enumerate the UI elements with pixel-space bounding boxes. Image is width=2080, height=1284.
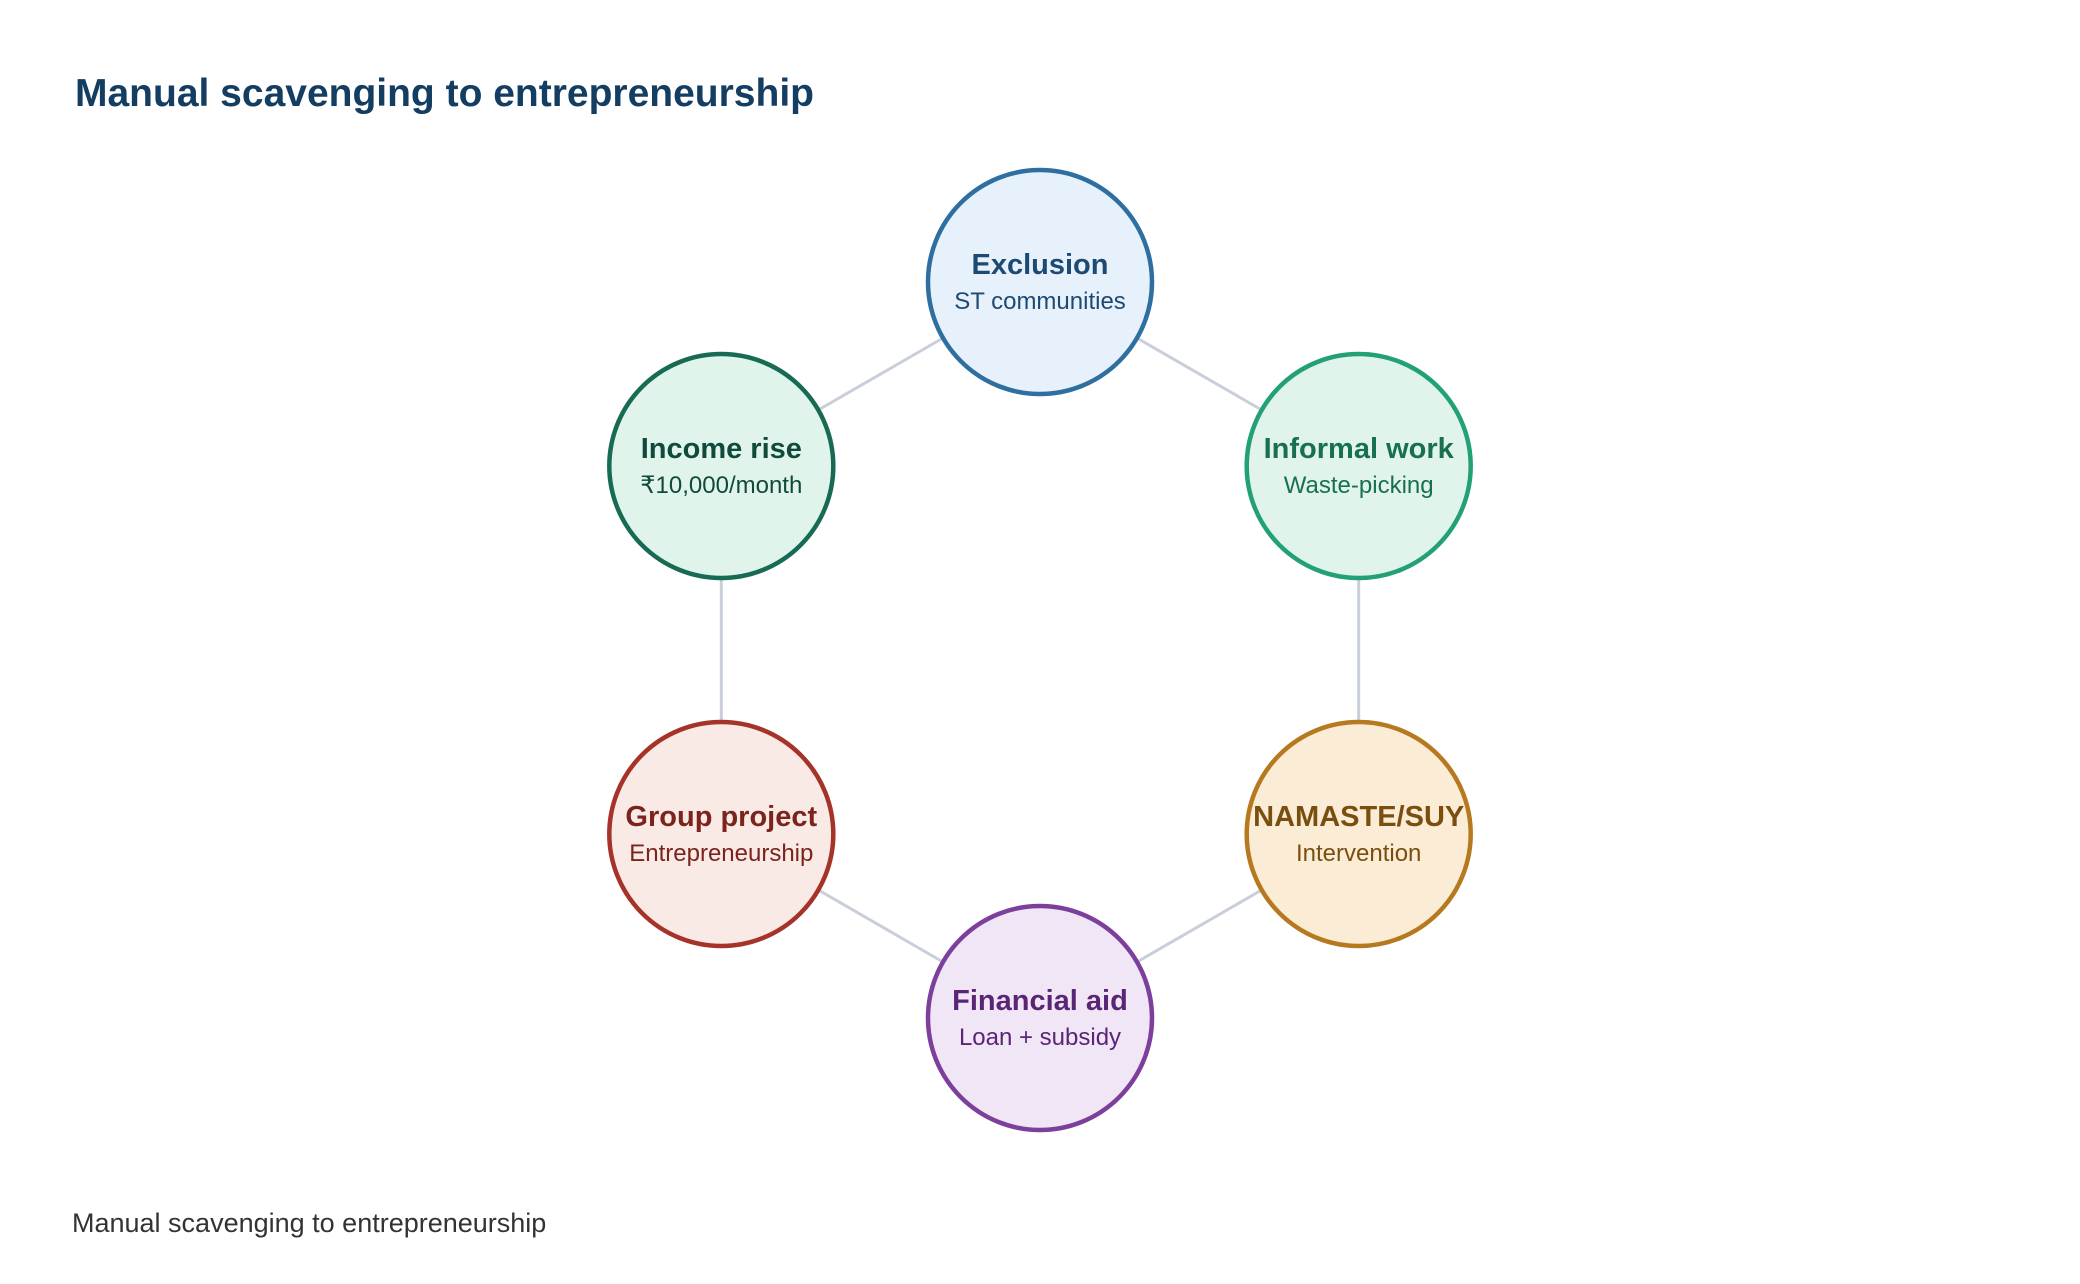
connector-namaste_suy-to-financial_aid — [1136, 888, 1263, 964]
connector-income_rise-to-exclusion — [817, 336, 944, 412]
node-title-exclusion: Exclusion — [972, 249, 1109, 281]
node-circle-exclusion — [925, 167, 1155, 397]
node-title-income-rise: Income rise — [641, 433, 802, 465]
node-subtitle-financial-aid: Loan + subsidy — [959, 1024, 1121, 1051]
connector-exclusion-to-informal_work — [1136, 336, 1263, 412]
node-title-namaste-suy: NAMASTE/SUY — [1253, 801, 1464, 833]
diagram-caption: Manual scavenging to entrepreneurship — [72, 1208, 547, 1238]
connector-layer — [719, 336, 1361, 964]
node-subtitle-income-rise: ₹10,000/month — [640, 472, 802, 499]
node-circle-informal-work — [1244, 351, 1473, 581]
page-title: Manual scavenging to entrepreneurship — [75, 72, 814, 115]
node-income-rise: Income rise ₹10,000/month — [607, 351, 836, 581]
node-exclusion: Exclusion ST communities — [925, 167, 1155, 397]
node-title-informal-work: Informal work — [1264, 433, 1455, 465]
node-namaste-suy: NAMASTE/SUY Intervention — [1244, 719, 1473, 949]
node-circle-group-project — [607, 719, 836, 949]
node-circle-financial-aid — [925, 903, 1155, 1133]
node-subtitle-exclusion: ST communities — [954, 288, 1126, 315]
node-circle-namaste-suy — [1244, 719, 1473, 949]
node-subtitle-group-project: Entrepreneurship — [629, 840, 813, 867]
node-subtitle-informal-work: Waste-picking — [1284, 472, 1434, 499]
node-title-financial-aid: Financial aid — [952, 985, 1128, 1017]
node-circle-income-rise — [607, 351, 836, 581]
node-subtitle-namaste-suy: Intervention — [1296, 840, 1421, 867]
node-title-group-project: Group project — [625, 801, 817, 833]
connector-financial_aid-to-group_project — [817, 888, 944, 964]
